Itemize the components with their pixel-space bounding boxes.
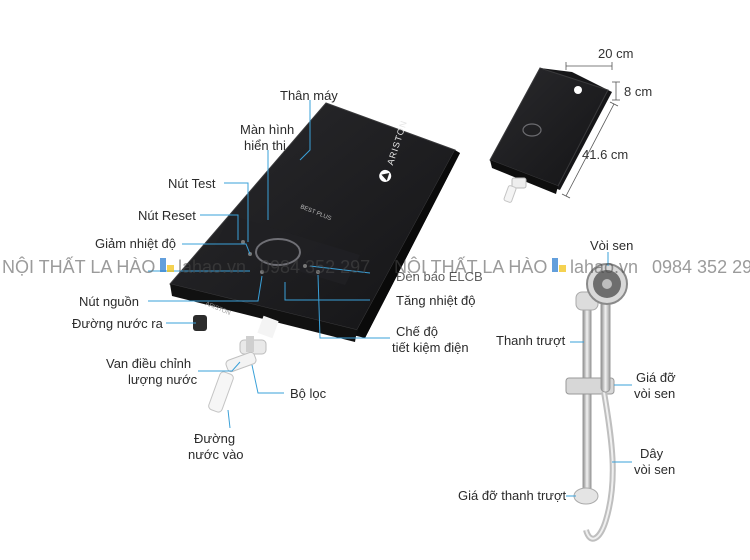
- warning-tag: [257, 315, 279, 339]
- label-decrease-temp: Giảm nhiệt độ: [95, 236, 176, 251]
- watermark: NỘI THẤT LA HÀO lahao.vn 0984 352 297 NỘ…: [2, 256, 750, 277]
- label-shower-head: Vòi sen: [590, 238, 633, 253]
- power-button[interactable]: [260, 270, 264, 274]
- label-shower-hose-1: Dây: [640, 446, 664, 461]
- label-eco-mode-1: Chế độ: [396, 324, 438, 339]
- dimension-lines: [561, 62, 620, 199]
- label-bar-bracket: Giá đỡ thanh trượt: [458, 488, 567, 503]
- label-shower-hose-2: vòi sen: [634, 462, 675, 477]
- label-flow-valve-1: Van điều chỉnh: [106, 356, 191, 371]
- watermark-phone-text-2: 0984 352 29: [652, 257, 750, 277]
- display-ring: [255, 238, 301, 266]
- water-heater-small: [489, 67, 612, 203]
- label-flow-valve-2: lượng nước: [128, 372, 198, 387]
- dim-depth: 8 cm: [624, 84, 652, 99]
- label-eco-mode-2: tiết kiệm điện: [392, 340, 469, 355]
- label-water-outlet: Đường nước ra: [72, 316, 164, 331]
- label-shower-holder-2: vòi sen: [634, 386, 675, 401]
- label-reset-button: Nút Reset: [138, 208, 196, 223]
- label-increase-temp: Tăng nhiệt độ: [396, 293, 476, 308]
- test-button[interactable]: [241, 240, 245, 244]
- dim-width: 20 cm: [598, 46, 633, 61]
- watermark-logo-icon: [160, 258, 174, 272]
- label-water-inlet-2: nước vào: [188, 447, 244, 462]
- watermark-logo-icon-2: [552, 258, 566, 272]
- watermark-brand-text-2: lahao.vn: [570, 257, 638, 277]
- label-power-button: Nút nguồn: [79, 294, 139, 309]
- label-test-button: Nút Test: [168, 176, 216, 191]
- label-display-1: Màn hình: [240, 122, 294, 137]
- watermark-left-text: NỘI THẤT LA HÀO: [2, 256, 155, 277]
- label-slide-bar: Thanh trượt: [496, 333, 566, 348]
- dim-height: 41.6 cm: [582, 147, 628, 162]
- watermark-phone-text: 0984 352 297: [260, 257, 370, 277]
- outlet-pipe: [193, 315, 207, 331]
- watermark-brand-text: lahao.vn: [178, 257, 246, 277]
- label-water-inlet-1: Đường: [194, 431, 235, 446]
- shower-set: [565, 263, 628, 542]
- eco-mode-button[interactable]: [316, 270, 320, 274]
- inlet-valve: [208, 336, 267, 413]
- label-body: Thân máy: [280, 88, 338, 103]
- leader-lines: [148, 100, 632, 497]
- increase-temp-button[interactable]: [303, 264, 307, 268]
- label-shower-holder-1: Giá đỡ: [636, 370, 676, 385]
- water-heater-main: ARISTON BEST PLUS ARISTON: [169, 102, 460, 413]
- label-display-2: hiển thị: [244, 138, 286, 153]
- bar-bottom-bracket: [573, 487, 599, 505]
- label-filter: Bộ lọc: [290, 386, 327, 401]
- label-elcb-light: Đèn báo ELCB: [396, 269, 483, 284]
- watermark-left-text-2: NỘI THẤT LA HÀO: [394, 256, 547, 277]
